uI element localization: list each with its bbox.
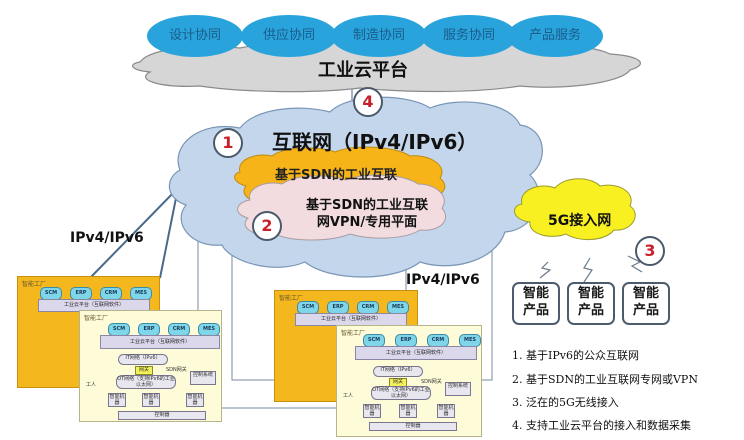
factory-title: 智能工厂	[279, 295, 304, 302]
it-network-cloud: IT网络（IPv6）	[373, 366, 423, 377]
factory-front-right: 智能工厂 SCM ERP CRM MES 工业云平台（互联网软件） IT网络（I…	[336, 325, 482, 437]
smart-product-line2: 产品	[522, 303, 549, 318]
service-supply-collab: 供应协同	[262, 28, 315, 43]
service-oval	[241, 15, 337, 57]
service-manufacturing-collab: 制造协同	[352, 28, 405, 43]
badge-4: 4	[353, 87, 383, 117]
internet-label: 互联网（IPv4/IPv6）	[272, 130, 478, 154]
badge-3: 3	[635, 236, 665, 266]
link-lines	[89, 88, 353, 279]
machine-box: 智能机器	[363, 404, 381, 418]
smart-product-line1: 智能	[522, 286, 549, 301]
ot-network-cloud: OT网络（支持IPv6的工业以太网）	[371, 386, 431, 400]
control-system-box: 控制系统	[445, 382, 471, 396]
controller-bar: 控制器	[369, 422, 457, 431]
wireless-signals	[539, 255, 643, 283]
sdn-front-line2: 网VPN/专用平面	[316, 215, 418, 230]
worker-label: 工人	[343, 393, 354, 399]
legend-item-4: 4. 支持工业云平台的接入和数据采集	[512, 419, 691, 432]
link-label-right: IPv4/IPv6	[406, 272, 480, 288]
ot-network-cloud: OT网络（支持IPv6的工业以太网）	[116, 375, 176, 389]
sdn-gateway-label: SDN网关	[166, 367, 187, 373]
smart-product-line1: 智能	[577, 286, 604, 301]
link-line	[159, 187, 179, 279]
factory-title: 智能工厂	[341, 330, 366, 337]
legend-item-2: 2. 基于SDN的工业互联网专网或VPN	[512, 373, 698, 386]
factory-title: 智能工厂	[22, 281, 47, 288]
factory-front-left: 智能工厂 SCM ERP CRM MES 工业云平台（互联网软件） IT网络（I…	[79, 310, 222, 422]
lightning-icon	[583, 257, 593, 283]
sdn-back-label: 基于SDN的工业互联	[275, 168, 398, 183]
link-line	[89, 187, 179, 279]
legend-item-1: 1. 基于IPv6的公众互联网	[512, 349, 639, 362]
controller-bar: 控制器	[118, 411, 206, 420]
machine-box: 智能机器	[399, 404, 417, 418]
machine-box: 智能机器	[186, 393, 204, 407]
smart-product: 智能产品	[622, 282, 670, 325]
link-label-left: IPv4/IPv6	[70, 230, 144, 246]
machine-box: 智能机器	[142, 393, 160, 407]
worker-label: 工人	[86, 382, 97, 388]
lightning-icon	[627, 255, 643, 273]
cloud-platform-label: 工业云平台	[318, 60, 408, 81]
machine-box: 智能机器	[437, 404, 455, 418]
badge-2: 2	[252, 211, 282, 241]
service-ovals	[147, 15, 603, 57]
service-design-collab: 设计协同	[168, 28, 221, 43]
service-oval	[331, 15, 427, 57]
sdn-front-label: 基于SDN的工业互联 网VPN/专用平面	[282, 197, 452, 231]
smart-product-line1: 智能	[632, 286, 659, 301]
smart-product-line2: 产品	[577, 303, 604, 318]
service-oval	[507, 15, 603, 57]
factory-platform: 工业云平台（互联网软件）	[355, 346, 477, 360]
service-product-service: 产品服务	[528, 28, 581, 43]
service-oval	[421, 15, 517, 57]
smart-product: 智能产品	[512, 282, 560, 325]
service-service-collab: 服务协同	[442, 28, 495, 43]
badge-1: 1	[213, 128, 243, 158]
machine-box: 智能机器	[108, 393, 126, 407]
app-mes: MES	[459, 334, 481, 347]
smart-product: 智能产品	[567, 282, 615, 325]
smart-product-line2: 产品	[632, 303, 659, 318]
sdn-gateway-label: SDN网关	[421, 379, 442, 385]
lightning-icon	[539, 261, 552, 279]
5g-cloud	[514, 178, 636, 240]
it-network-cloud: IT网络（IPv6）	[118, 354, 168, 365]
gateway-box: 网关	[135, 366, 153, 375]
service-oval	[147, 15, 243, 57]
factory-title: 智能工厂	[84, 315, 109, 322]
control-system-box: 控制系统	[190, 371, 216, 385]
legend-item-3: 3. 泛在的5G无线接入	[512, 396, 619, 409]
app-mes: MES	[198, 323, 220, 336]
5g-access-label: 5G接入网	[548, 213, 612, 229]
sdn-front-line1: 基于SDN的工业互联	[305, 198, 429, 213]
factory-platform: 工业云平台（互联网软件）	[100, 335, 220, 349]
app-scm: SCM	[108, 323, 130, 336]
